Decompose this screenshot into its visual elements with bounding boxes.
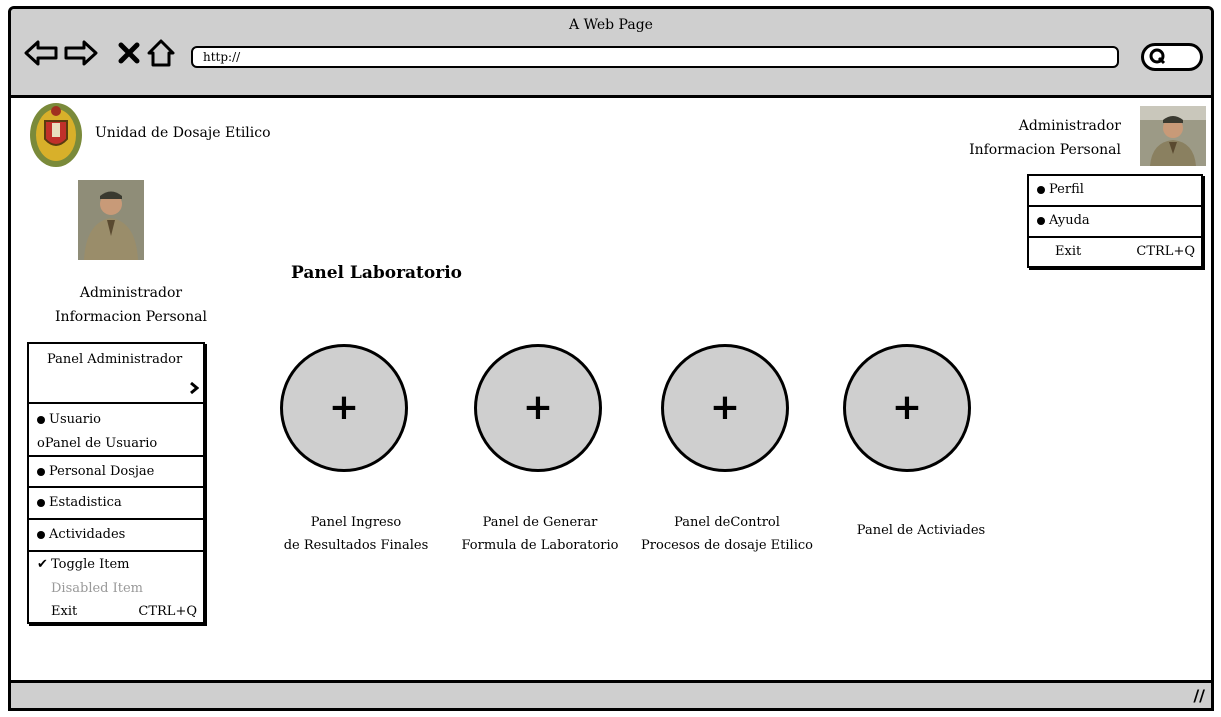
avatar[interactable] — [1140, 106, 1206, 166]
sidebar-item-disabled: Disabled Item — [51, 581, 144, 596]
sidebar-item-actividades[interactable]: Actividades — [29, 520, 203, 552]
panel-actividades-button[interactable]: + — [843, 344, 971, 472]
panel-formula-button[interactable]: + — [474, 344, 602, 472]
status-bar: // — [11, 680, 1211, 708]
plus-icon: + — [328, 387, 360, 428]
page-title: Panel Laboratorio — [291, 263, 463, 283]
bullet-icon — [37, 415, 45, 424]
back-button[interactable] — [23, 35, 59, 71]
sidebar-item-usuario[interactable]: Usuario oPanel de Usuario — [29, 404, 203, 457]
shortcut-label: CTRL+Q — [1136, 244, 1195, 259]
plus-icon: + — [891, 387, 923, 428]
site-title: Unidad de Dosaje Etilico — [95, 125, 271, 141]
browser-window: A Web Page http:// Unidad de Dosaje Etil… — [8, 6, 1214, 711]
user-photo — [1140, 106, 1206, 166]
plus-icon: + — [522, 387, 554, 428]
sidebar-item-panel-administrador[interactable]: Panel Administrador — [29, 344, 203, 404]
panel-control-button[interactable]: + — [661, 344, 789, 472]
shortcut-label: CTRL+Q — [138, 604, 197, 619]
menu-item-ayuda[interactable]: Ayuda — [1029, 207, 1201, 238]
bullet-icon — [1037, 185, 1045, 194]
profile-photo — [78, 180, 144, 260]
menu-item-exit[interactable]: Exit CTRL+Q — [1029, 238, 1201, 266]
stop-button[interactable] — [111, 35, 147, 71]
search-button[interactable] — [1141, 43, 1203, 71]
browser-toolbar: A Web Page http:// — [11, 9, 1211, 98]
arrow-right-icon — [64, 40, 98, 66]
address-bar[interactable]: http:// — [191, 46, 1119, 68]
bullet-icon — [1037, 216, 1045, 225]
arrow-left-icon — [24, 40, 58, 66]
sidebar-item-exit[interactable]: Exit CTRL+Q — [29, 600, 203, 624]
user-role: Administrador — [1018, 118, 1121, 134]
bullet-icon — [37, 530, 45, 539]
sidebar-item-personal[interactable]: Personal Dosjae — [29, 457, 203, 488]
user-info-link[interactable]: Informacion Personal — [55, 309, 207, 325]
resize-grip-icon[interactable]: // — [1193, 686, 1205, 705]
search-icon — [1149, 48, 1166, 65]
user-info-top: Administrador Informacion Personal — [961, 114, 1121, 162]
home-button[interactable] — [143, 35, 179, 71]
plus-icon: + — [709, 387, 741, 428]
panel-caption: Panel de Generar Formula de Laboratorio — [461, 515, 619, 553]
home-icon — [147, 39, 175, 67]
window-title: A Web Page — [569, 17, 653, 33]
sidebar-menu: Panel Administrador Usuario oPanel de Us… — [27, 342, 205, 624]
panel-caption: Panel Ingreso de Resultados Finales — [283, 515, 429, 553]
forward-button[interactable] — [63, 35, 99, 71]
checkmark-icon: ✔ — [37, 557, 48, 572]
user-role: Administrador — [79, 285, 183, 301]
panel-caption: Panel de Activiades — [856, 523, 986, 538]
menu-item-perfil[interactable]: Perfil — [1029, 176, 1201, 207]
sidebar-item-estadistica[interactable]: Estadistica — [29, 488, 203, 520]
bullet-icon — [37, 467, 45, 476]
sidebar-subitem-panel-usuario[interactable]: oPanel de Usuario — [37, 436, 158, 451]
sidebar-item-toggle[interactable]: ✔Toggle Item — [29, 552, 203, 578]
panel-ingreso-button[interactable]: + — [280, 344, 408, 472]
panel-caption: Panel deControl Procesos de dosaje Etili… — [641, 515, 813, 553]
user-info-link[interactable]: Informacion Personal — [969, 142, 1121, 158]
close-icon — [118, 42, 140, 64]
police-crest-logo — [27, 99, 85, 169]
bullet-icon — [37, 498, 45, 507]
user-info-sidebar: Administrador Informacion Personal — [51, 281, 211, 329]
user-dropdown-menu: Perfil Ayuda Exit CTRL+Q — [1027, 174, 1203, 268]
chevron-right-icon — [190, 381, 199, 395]
